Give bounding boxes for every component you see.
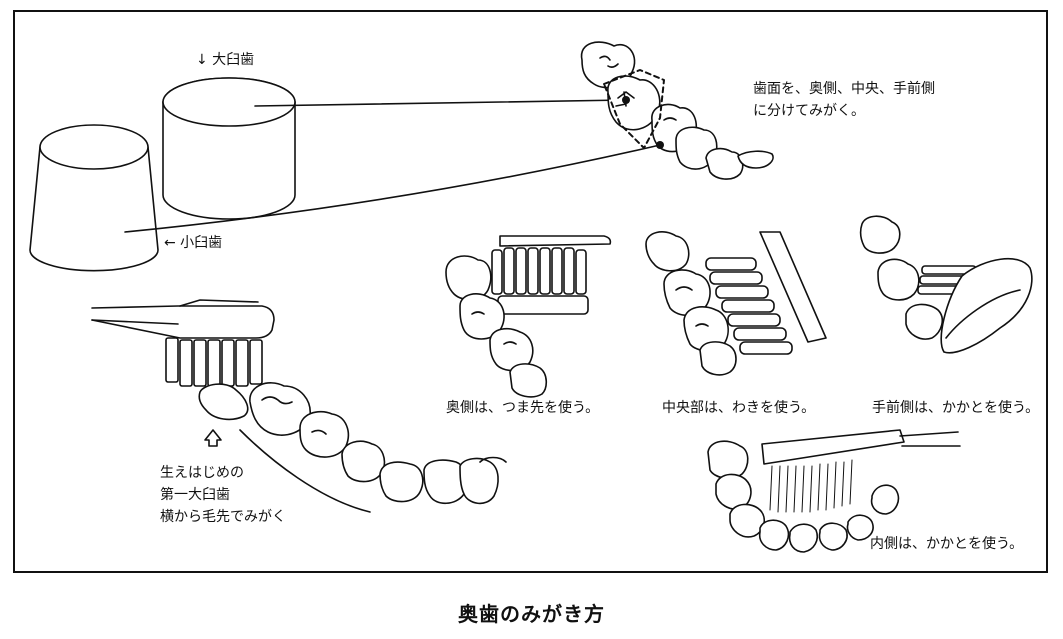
inner-side-brush-illustration [707, 429, 961, 553]
figure-caption: 奥歯のみがき方 [458, 602, 605, 626]
figure-frame [13, 10, 1048, 573]
inner-side-caption: 内側は、かかとを使う。 [870, 536, 1024, 552]
surface-note-line-1: 歯面を、奥側、中央、手前側 [753, 81, 935, 97]
surface-division-note: 歯面を、奥側、中央、手前側 に分けてみがく。 [753, 78, 935, 122]
molar-cylinder [162, 77, 296, 220]
front-side-brush-illustration [859, 215, 1033, 354]
back-side-brush-illustration [445, 235, 612, 398]
first-molar-brush-illustration [91, 299, 507, 513]
center-part-caption: 中央部は、わきを使う。 [662, 400, 816, 416]
molar-label: ↓ 大臼歯 [196, 52, 255, 68]
tooth-cluster-top [580, 41, 774, 180]
first-molar-note-line-3: 横から毛先でみがく [160, 509, 286, 525]
premolar-cone [29, 124, 159, 272]
first-molar-note: 生えはじめの 第一大臼歯 横から毛先でみがく [160, 462, 286, 528]
front-side-caption: 手前側は、かかとを使う。 [872, 400, 1040, 416]
center-part-brush-illustration [645, 231, 827, 376]
back-side-caption: 奥側は、つま先を使う。 [446, 400, 600, 416]
molar-pointer-line [254, 99, 626, 107]
premolar-pointer-line [124, 144, 661, 233]
first-molar-note-line-1: 生えはじめの [160, 465, 244, 481]
surface-note-line-2: に分けてみがく。 [753, 103, 865, 119]
first-molar-note-line-2: 第一大臼歯 [160, 487, 230, 503]
premolar-label: ← 小臼歯 [164, 235, 223, 251]
